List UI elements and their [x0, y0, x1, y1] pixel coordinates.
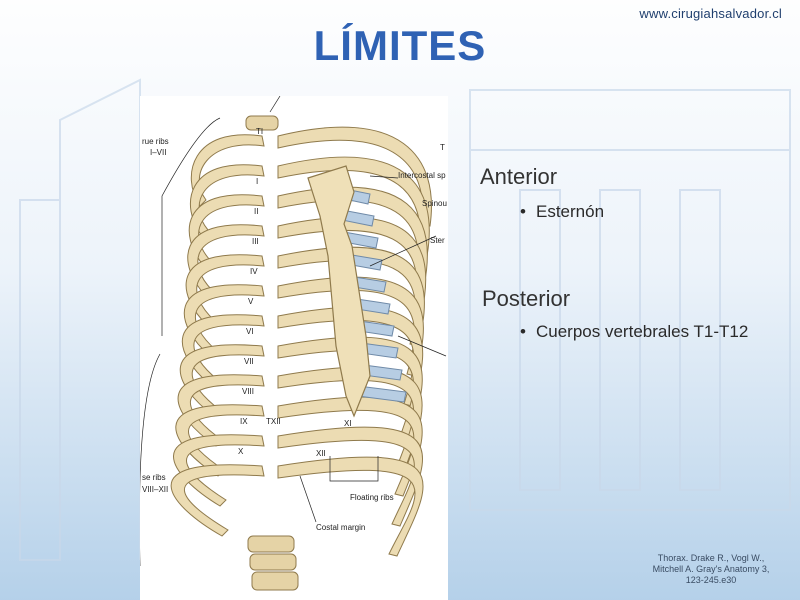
rib-right: [277, 456, 424, 557]
rib-right: [277, 276, 424, 377]
label-costal-margin: Costal margin: [316, 523, 365, 532]
sternum: [307, 165, 371, 418]
label-rib-xi: XI: [344, 419, 352, 428]
citation-line: 123-245.e30: [685, 575, 737, 585]
bullet-cuerpos-vertebrales: • Cuerpos vertebrales T1-T12: [520, 322, 748, 342]
label-txii: TXII: [266, 417, 281, 426]
label-true-ribs-range: I–VII: [150, 148, 166, 157]
label-false-ribs-range: VIII–XII: [142, 485, 168, 494]
bullet-esternon: • Esternón: [520, 202, 604, 222]
label-t1: TI: [256, 127, 263, 136]
heading-anterior: Anterior: [480, 164, 558, 189]
label-sternum: Ster: [430, 236, 445, 245]
rib-right: [277, 426, 424, 527]
rib-numeral: I: [256, 177, 258, 186]
rib-numeral: VIII: [242, 387, 254, 396]
label-t: T: [440, 143, 445, 152]
label-rib-xii: XII: [316, 449, 326, 458]
rib-numeral: IX: [240, 417, 248, 426]
citation: Thorax. Drake R., Vogl W., Mitchell A. G…: [636, 553, 786, 586]
label-false-ribs: se ribs: [142, 473, 166, 482]
bullet-dot-icon: •: [520, 322, 526, 341]
rib-left: [170, 464, 265, 537]
rib-numeral: III: [252, 237, 259, 246]
label-true-ribs: rue ribs: [142, 137, 169, 146]
rib-left: [190, 134, 265, 207]
rib-numeral: II: [254, 207, 258, 216]
label-floating-ribs: Floating ribs: [350, 493, 394, 502]
rib-numeral: IV: [250, 267, 258, 276]
rib-numeral: V: [248, 297, 254, 306]
citation-line: Mitchell A. Gray's Anatomy 3,: [652, 564, 770, 574]
rib-numeral: X: [238, 447, 244, 456]
vertebral-column: [245, 115, 299, 591]
heading-posterior: Posterior: [482, 286, 571, 311]
site-url: www.cirugiahsalvador.cl: [639, 6, 782, 21]
rib-numeral: VI: [246, 327, 254, 336]
bullet-text: Esternón: [536, 202, 605, 221]
bullet-dot-icon: •: [520, 202, 526, 221]
citation-line: Thorax. Drake R., Vogl W.,: [657, 553, 765, 563]
bullet-text: Cuerpos vertebrales T1-T12: [536, 322, 749, 341]
rib-left: [173, 434, 265, 507]
label-intercostal-space: Intercostal sp: [398, 171, 446, 180]
slide-title: LÍMITES: [313, 22, 487, 69]
label-spinous: Spinou: [422, 199, 447, 208]
rib-numeral: VII: [244, 357, 254, 366]
